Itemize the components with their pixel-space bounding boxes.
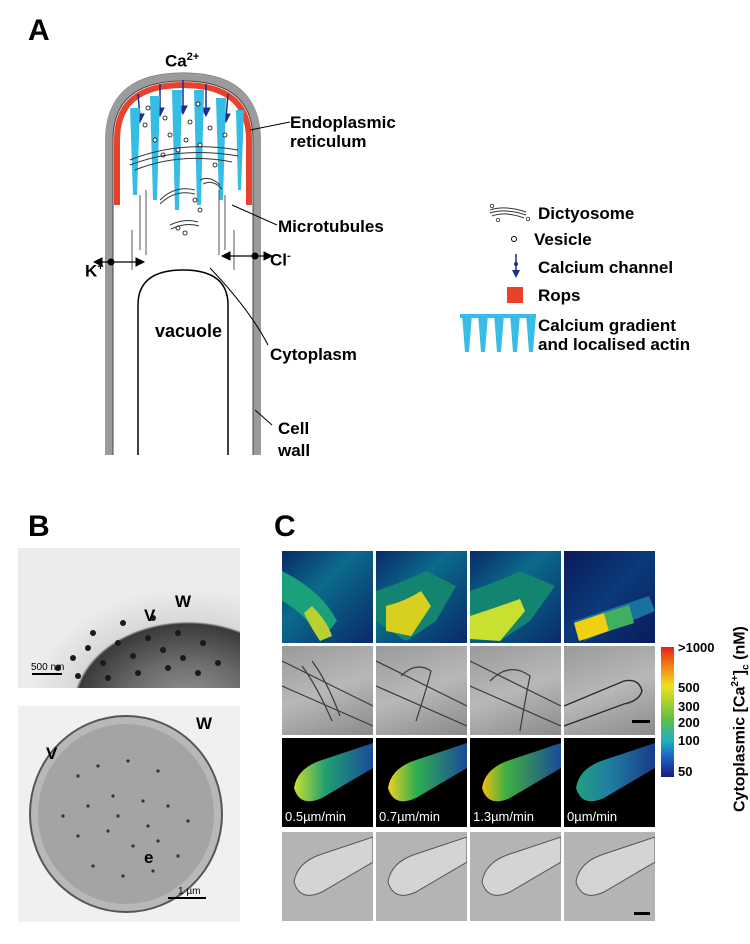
bf-image-r2-c1	[282, 646, 373, 735]
calcium-channel-icon	[512, 254, 520, 278]
er-label: Endoplasmic reticulum	[290, 113, 396, 151]
em-photo-bottom: V W e 1 µm	[18, 706, 240, 922]
legend-calcium-channel-text: Calcium channel	[538, 257, 674, 277]
legend-dictyosome: Dictyosome	[486, 202, 746, 224]
colorbar-title-unit: (nM)	[731, 626, 749, 665]
em-top-scale: 500 nm	[31, 662, 65, 673]
ca-image-r1-c4	[564, 551, 655, 643]
speed-label-2: 0.7µm/min	[379, 809, 440, 824]
calcium-text: Ca	[165, 51, 187, 71]
colorbar-title-sub: c	[741, 664, 750, 670]
colorbar-title-sup: 2+	[730, 675, 741, 687]
legend-dictyosome-text: Dictyosome	[538, 203, 635, 223]
er-strands	[129, 146, 239, 230]
calcium-channels	[135, 80, 231, 124]
colorbar	[661, 647, 674, 777]
vesicles	[142, 101, 228, 236]
vesicle-icon	[511, 236, 517, 242]
ca-image-r1-c1	[282, 551, 373, 643]
ca-image-r1-c2	[376, 551, 467, 643]
legend-rops-text: Rops	[538, 285, 581, 305]
calcium-sup: 2+	[186, 51, 200, 63]
em-bottom-e-label: e	[144, 848, 154, 867]
colorbar-tick-500: 500	[678, 680, 700, 695]
dictyosome-icon	[489, 203, 531, 223]
cl-label: Cl-	[270, 247, 291, 270]
em-cell-bottom	[29, 715, 223, 913]
legend-vesicle-text: Vesicle	[534, 229, 592, 249]
ca-image-r1-c3	[470, 551, 561, 643]
microtubules-label: Microtubules	[278, 217, 384, 236]
bf-tip-r4-c2	[376, 832, 467, 921]
bf-image-r2-c4	[564, 646, 655, 735]
colorbar-tick-100: 100	[678, 733, 700, 748]
bf-tip-r4-c3	[470, 832, 561, 921]
bf-tip-r4-c1	[282, 832, 373, 921]
legend-calcium-gradient-text: Calcium gradient and localised actin	[538, 316, 691, 354]
ca-tip-r3-c4: 0µm/min	[564, 738, 655, 827]
colorbar-tick-300: 300	[678, 699, 700, 714]
em-bottom-scale: 1 µm	[178, 886, 201, 897]
panel-b-letter: B	[28, 510, 50, 543]
em-particles-top	[32, 615, 221, 681]
legend-rops: Rops	[486, 284, 746, 306]
panel-c-letter: C	[274, 510, 296, 543]
rops-icon	[507, 287, 523, 303]
ca-tip-r3-c2: 0.7µm/min	[376, 738, 467, 827]
vacuole	[137, 269, 229, 455]
k-text: K	[85, 261, 98, 281]
leader-lines	[209, 121, 291, 426]
em-photo-top: V W 500 nm	[18, 548, 240, 688]
ca-tip-r3-c3: 1.3µm/min	[470, 738, 561, 827]
bf-image-r2-c2	[376, 646, 467, 735]
calcium-label: Ca2+	[165, 48, 199, 71]
colorbar-title: Cytoplasmic [Ca2+]c (nM)	[730, 626, 750, 812]
panel-a-letter: A	[28, 14, 50, 47]
cell-wall-label: Cell wall	[278, 419, 311, 460]
cytoplasm-label: Cytoplasm	[270, 345, 357, 364]
k-label: K+	[85, 258, 104, 281]
legend-vesicle: Vesicle	[486, 228, 746, 250]
speed-label-3: 1.3µm/min	[473, 809, 534, 824]
em-top-w-label: W	[175, 592, 192, 611]
legend-calcium-channel: Calcium channel	[486, 254, 746, 278]
legend-calcium-gradient: Calcium gradient and localised actin	[460, 312, 746, 358]
colorbar-tick-50: 50	[678, 764, 693, 779]
calcium-gradient-icon	[460, 314, 536, 352]
vacuole-label: vacuole	[155, 321, 223, 341]
em-top-v-label: V	[144, 606, 156, 625]
cl-text: Cl	[270, 250, 287, 270]
colorbar-title-tail: ]	[731, 669, 749, 676]
colorbar-tick-1000: >1000	[678, 640, 715, 655]
cell-wall	[105, 72, 261, 455]
colorbar-tick-200: 200	[678, 715, 700, 730]
colorbar-title-text: Cytoplasmic [Ca	[731, 686, 749, 812]
k-sup: +	[97, 261, 104, 273]
em-bottom-v-label: V	[46, 744, 58, 763]
cl-sup: -	[287, 250, 291, 262]
pollen-tube-diagram	[92, 72, 291, 455]
microtubules	[131, 190, 235, 270]
speed-label-4: 0µm/min	[567, 809, 618, 824]
bf-image-r2-c3	[470, 646, 561, 735]
em-bottom-w-label: W	[196, 714, 213, 733]
speed-label-1: 0.5µm/min	[285, 809, 346, 824]
ion-channels	[92, 251, 274, 267]
bf-tip-r4-c4	[564, 832, 655, 921]
actin-wedges	[130, 90, 244, 210]
ca-tip-r3-c1: 0.5µm/min	[282, 738, 373, 827]
